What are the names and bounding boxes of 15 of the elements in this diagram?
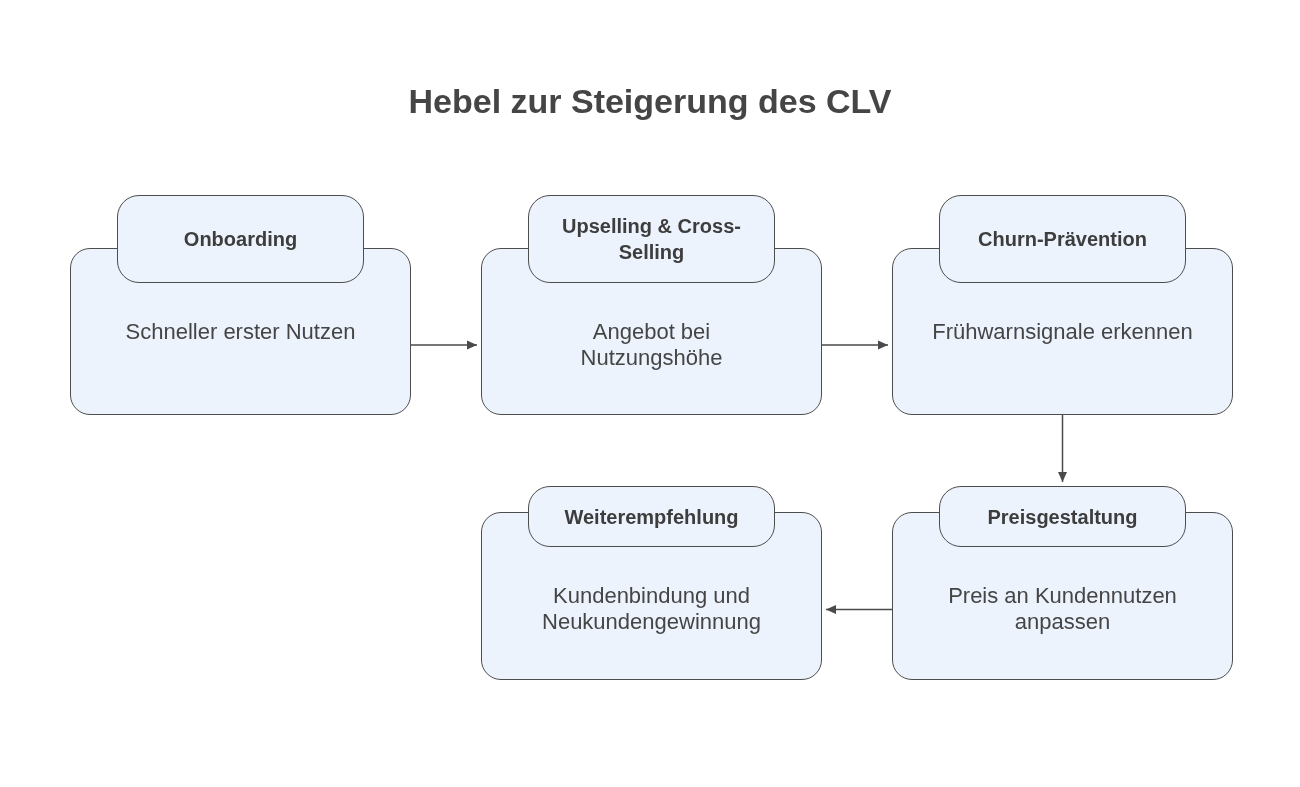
card-heading: Onboarding — [183, 227, 298, 252]
card-heading: Preisgestaltung — [987, 504, 1138, 530]
card-description: Kundenbindung und Neukundengewinnung — [541, 583, 762, 635]
arrow — [1058, 414, 1067, 483]
card-heading: Upselling & Cross-Selling — [561, 214, 742, 265]
arrow — [410, 340, 478, 350]
card-description: Schneller erster Nutzen — [125, 319, 356, 345]
card-description: Preis an Kundennutzen anpassen — [947, 583, 1178, 635]
card-heading: Weiterempfehlung — [564, 504, 739, 530]
arrow — [825, 605, 893, 614]
card-description: Angebot bei Nutzungshöhe — [579, 319, 724, 371]
arrow — [821, 340, 889, 350]
card-heading: Churn-Prävention — [978, 227, 1147, 252]
diagram-title: Hebel zur Steigerung des CLV — [408, 81, 892, 122]
card-description: Frühwarnsignale erkennen — [932, 319, 1193, 345]
